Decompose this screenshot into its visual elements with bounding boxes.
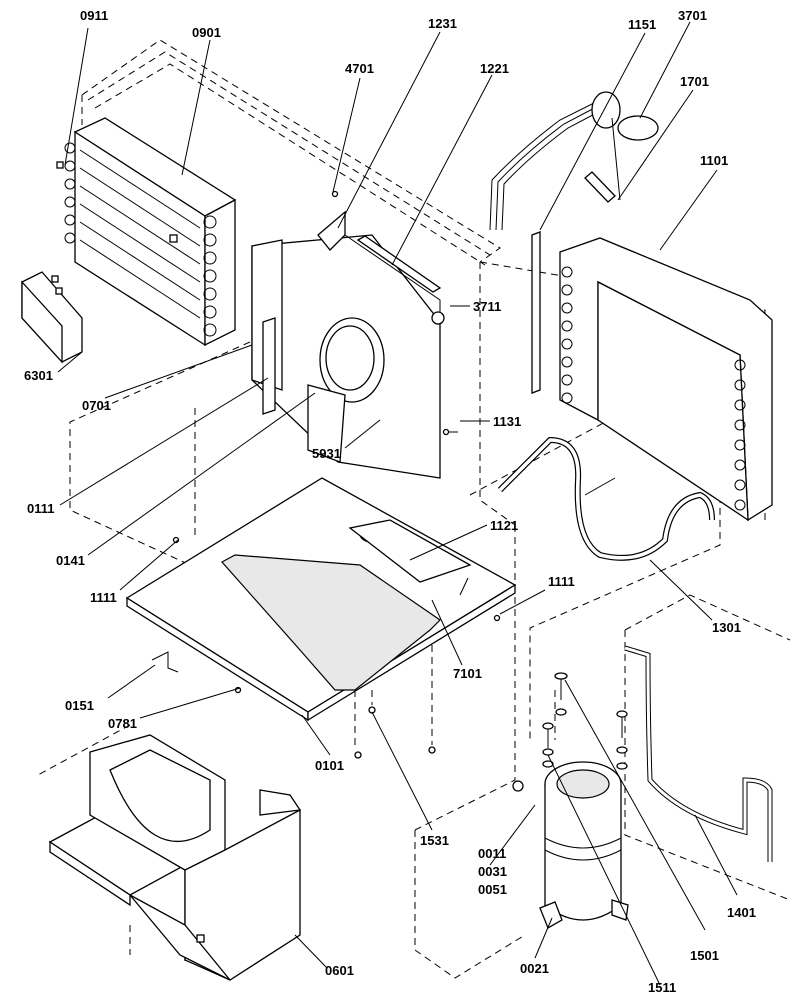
label-1111-left: 1111 — [90, 590, 117, 605]
screws-hardware — [172, 190, 501, 759]
capillary-tubes-1151 — [489, 91, 659, 231]
leader-lines — [57, 21, 738, 986]
label-0101: 0101 — [315, 758, 344, 773]
label-1151: 1151 — [628, 17, 656, 32]
compressor-bolts-1501 — [542, 672, 628, 770]
bracket-1221 — [356, 235, 442, 293]
condenser-coil-0901 — [56, 117, 237, 347]
evaporator-coil-1101 — [531, 231, 773, 522]
label-1101: 1101 — [700, 153, 728, 168]
label-6301: 6301 — [24, 368, 53, 383]
label-1301: 1301 — [712, 620, 741, 635]
label-1531: 1531 — [420, 833, 449, 848]
partition-panel-0111 — [251, 210, 441, 479]
label-0781: 0781 — [108, 716, 137, 731]
label-1701: 1701 — [680, 74, 709, 89]
label-4701: 4701 — [345, 61, 374, 76]
base-pan-0101 — [125, 477, 517, 722]
callout-labels: 0911 0901 1231 4701 1221 1151 3701 1701 … — [24, 8, 756, 995]
label-0701: 0701 — [82, 398, 111, 413]
label-3701: 3701 — [678, 8, 707, 23]
label-0021: 0021 — [520, 961, 549, 976]
label-0141: 0141 — [56, 553, 85, 568]
label-0031: 0031 — [478, 864, 507, 879]
label-1511: 1511 — [648, 980, 676, 995]
compressor-0011 — [512, 761, 629, 929]
label-0601: 0601 — [325, 963, 354, 978]
label-0151: 0151 — [65, 698, 94, 713]
label-0111: 0111 — [27, 501, 55, 516]
discharge-tube-1401 — [624, 645, 773, 862]
label-0911: 0911 — [80, 8, 108, 23]
suction-tube-1301 — [497, 436, 715, 561]
label-0051: 0051 — [478, 882, 507, 897]
label-1501: 1501 — [690, 948, 719, 963]
label-5931: 5931 — [312, 446, 341, 461]
label-0011: 0011 — [478, 846, 506, 861]
label-1131: 1131 — [493, 414, 521, 429]
side-plate-6301 — [21, 271, 83, 364]
label-3711: 3711 — [473, 299, 501, 314]
label-1231: 1231 — [428, 16, 457, 31]
front-panel-0601 — [48, 734, 302, 981]
label-1121: 1121 — [490, 518, 518, 533]
label-7101: 7101 — [453, 666, 482, 681]
label-1111-right: 1111 — [548, 574, 575, 589]
label-0901: 0901 — [192, 25, 221, 40]
label-1401: 1401 — [727, 905, 756, 920]
label-1221: 1221 — [480, 61, 509, 76]
bracket-0151 — [151, 651, 179, 673]
